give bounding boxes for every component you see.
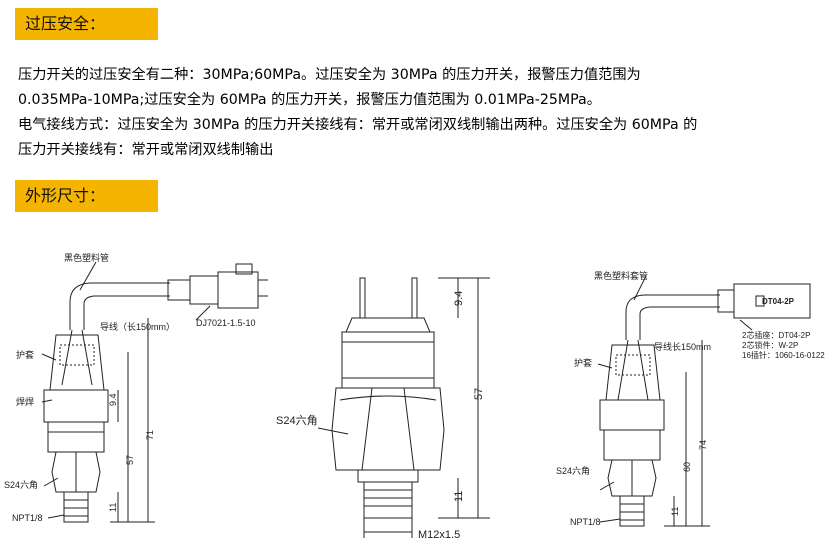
middle-dim-94: 9.4 [453, 291, 465, 306]
right-dim-11: 11 [670, 507, 680, 516]
left-label-thread: NPT1/8 [12, 513, 43, 523]
right-label-connector: DT04-2P [762, 297, 795, 306]
left-dim-11: 11 [108, 503, 118, 512]
paragraph-line: 压力开关接线有：常开或常闭双线制输出 [18, 142, 274, 158]
paragraph-line: 电气接线方式：过压安全为 30MPa 的压力开关接线有：常开或常闭双线制输出两种… [18, 117, 698, 133]
left-label-wire: 导线（长150mm） [100, 321, 175, 332]
right-drawing [597, 275, 811, 527]
right-label-spec2: 2芯锁件：W-2P [742, 340, 798, 350]
left-dim-71: 71 [145, 430, 155, 440]
left-label-connector: DJ7021-1.5-10 [196, 318, 256, 328]
middle-dim-thread: M12x1.5 [418, 529, 460, 541]
right-label-tube: 黑色塑料套管 [594, 270, 648, 281]
left-label-tube: 黑色塑料管 [64, 252, 109, 263]
right-label-hex: S24六角 [556, 465, 590, 476]
right-dim-60: 60 [682, 462, 692, 472]
left-label-weld: 焊焊 [16, 396, 34, 407]
middle-label-hex: S24六角 [276, 414, 318, 427]
left-dim-94: 9.4 [108, 393, 118, 406]
section-title-overpressure: 过压安全： [15, 8, 158, 40]
right-label-spec1: 2芯插座：DT04-2P [742, 330, 810, 340]
left-label-sleeve: 护套 [16, 349, 34, 360]
left-drawing [41, 261, 268, 523]
middle-dim-11: 11 [453, 491, 465, 502]
right-label-thread: NPT1/8 [570, 517, 601, 527]
paragraph-line: 0.035MPa-10MPa;过压安全为 60MPa 的压力开关，报警压力值范围… [18, 92, 601, 108]
middle-drawing [317, 277, 490, 538]
middle-dim-57: 57 [473, 388, 485, 400]
left-label-hex: S24六角 [4, 479, 38, 490]
right-label-sleeve: 护套 [574, 357, 592, 368]
spec-paragraph: 压力开关的过压安全有二种：30MPa;60MPa。过压安全为 30MPa 的压力… [18, 63, 823, 163]
section-title-dimensions: 外形尺寸： [15, 180, 158, 212]
right-dim-74: 74 [698, 440, 708, 450]
left-dim-57: 57 [125, 455, 135, 465]
right-label-spec3: 16插针：1060-16-0122 [742, 350, 825, 360]
paragraph-line: 压力开关的过压安全有二种：30MPa;60MPa。过压安全为 30MPa 的压力… [18, 67, 641, 83]
right-label-wire: 导线长150mm [654, 341, 711, 352]
